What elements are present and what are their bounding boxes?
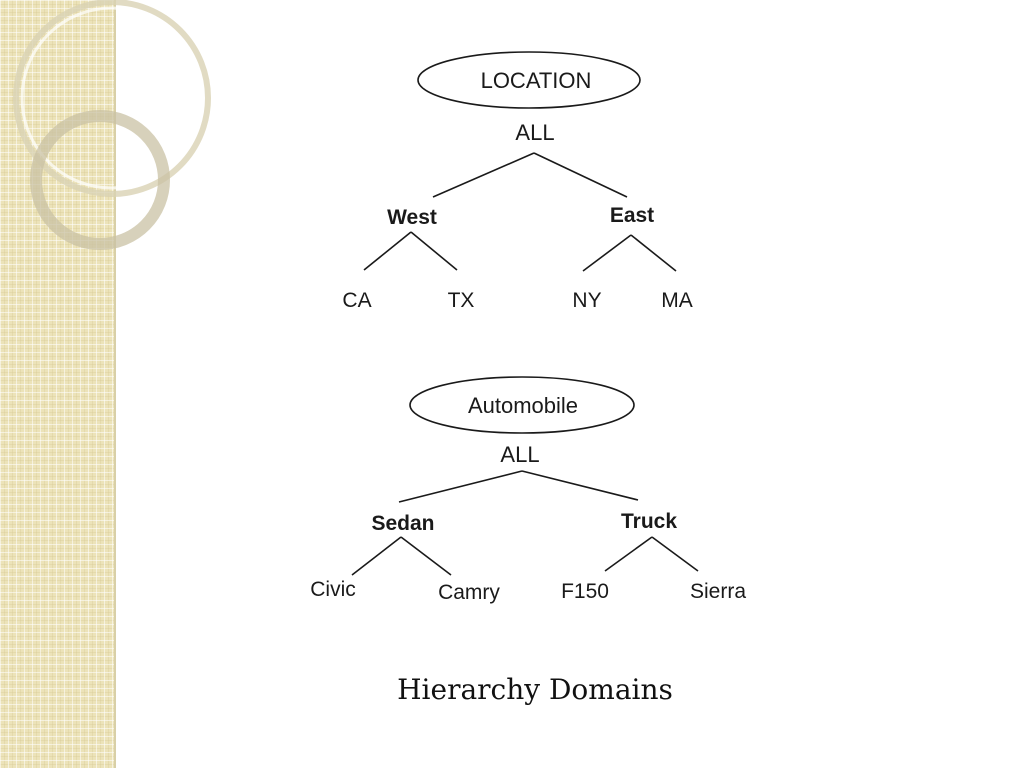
location-oval [417,51,641,109]
location-leaf-tx: TX [448,289,475,312]
automobile-oval [409,376,635,434]
automobile-root: ALL [500,442,539,467]
side-panel-edge [114,0,116,768]
automobile-leaf-camry: Camry [438,581,500,604]
edge-west-tx [410,231,458,271]
location-branch-west: West [387,206,437,229]
edge-west-ca [363,231,412,271]
ring-large [13,0,211,197]
location-leaf-ma: MA [661,289,693,312]
edge-root-west [432,152,535,198]
edge-root-sedan [398,470,523,503]
edge-truck-sierra [651,536,699,572]
automobile-leaf-f150: F150 [561,580,609,603]
location-tree: LOCATION ALL West East CA TX NY MA [342,51,693,312]
location-branch-east: East [610,204,654,227]
edge-east-ny [582,234,632,272]
location-leaf-ca: CA [342,289,371,312]
location-root: ALL [515,120,554,145]
automobile-branch-truck: Truck [621,510,677,533]
location-leaf-ny: NY [572,289,601,312]
automobile-branch-sedan: Sedan [371,512,434,535]
automobile-leaf-sierra: Sierra [690,580,746,603]
ring-large-highlight [20,6,204,190]
location-title: LOCATION [481,68,592,93]
edge-truck-f150 [604,536,653,572]
edge-sedan-camry [400,536,452,576]
automobile-title: Automobile [468,393,578,418]
edge-root-east [533,152,628,198]
edge-sedan-civic [351,536,402,576]
ring-small [30,110,170,250]
edge-east-ma [630,234,677,272]
slide-caption: Hierarchy Domains [397,673,673,706]
automobile-leaf-civic: Civic [310,578,356,601]
edge-root-truck [521,470,639,501]
automobile-tree: Automobile ALL Sedan Truck Civic Camry F… [310,376,746,604]
